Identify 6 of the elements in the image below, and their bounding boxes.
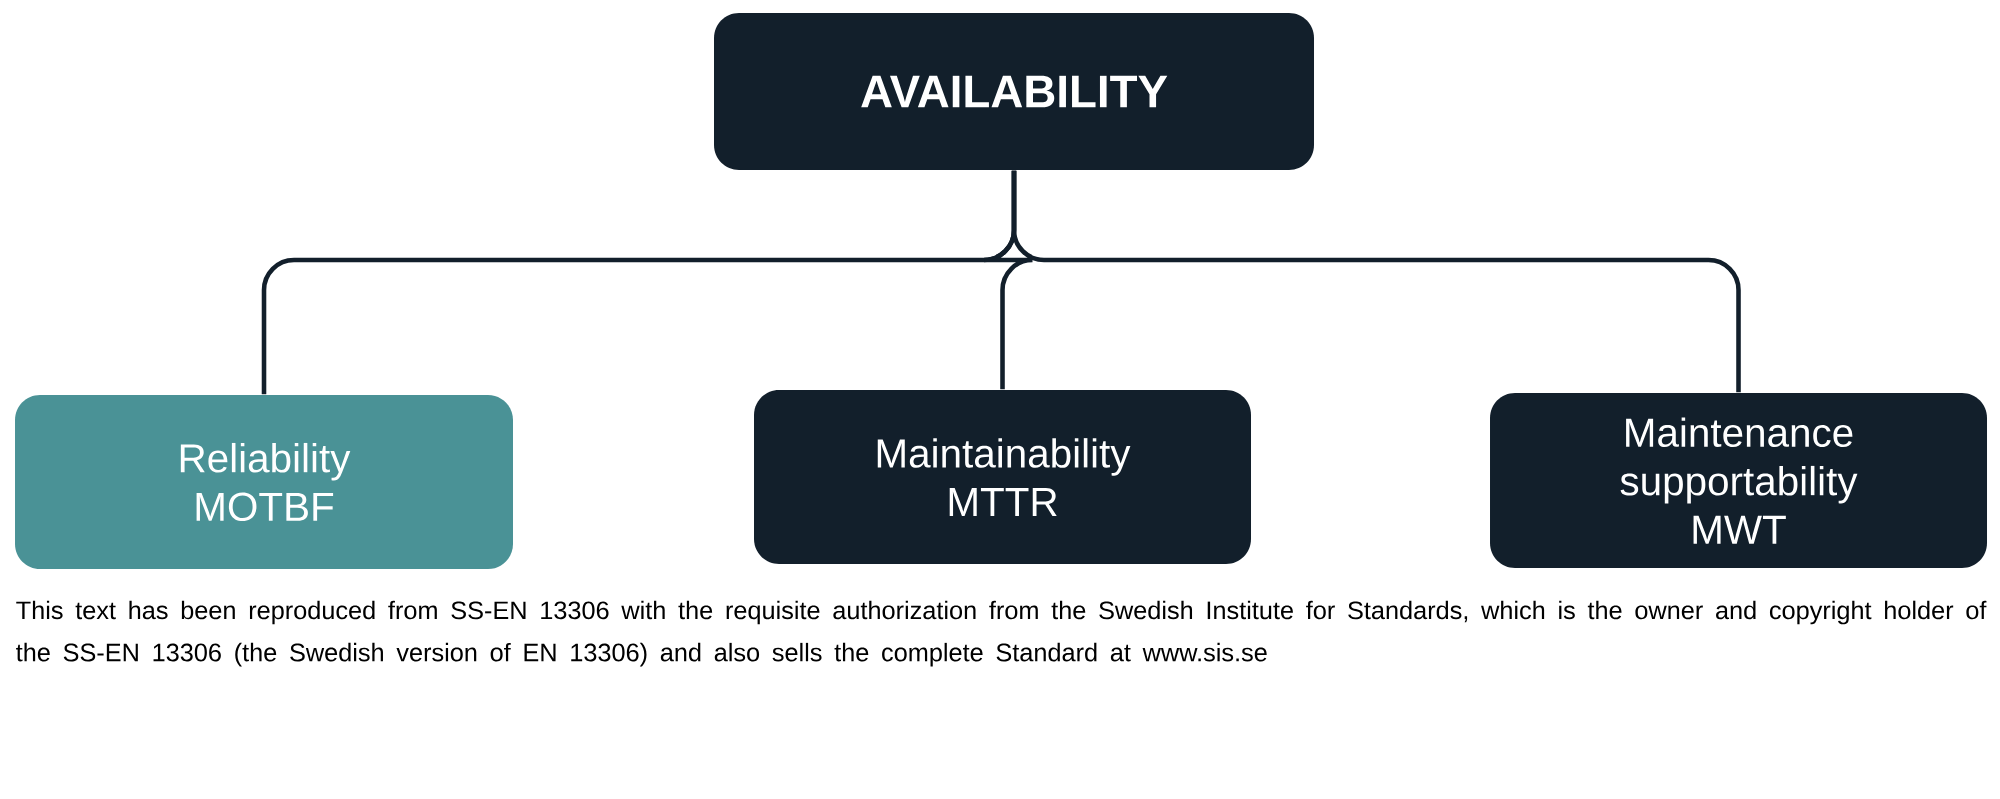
- category-box: Maintainability MTTR: [754, 390, 1251, 564]
- connector-line: [1011, 170, 1741, 393]
- title-box: AVAILABILITY: [714, 13, 1314, 170]
- category-box: Maintenance supportability MWT: [1490, 393, 1987, 568]
- caption: This text has been reproduced from SS-EN 13306 with the requisite authorization from the Swedish Institute for Standards, which is the owner and copyright holder of the SS-EN 13306 (the Swedish version of EN 13306) and also sells the complete Standard at www.sis.se: [16, 600, 1987, 667]
- category-box: Reliability MOTBF: [15, 395, 513, 569]
